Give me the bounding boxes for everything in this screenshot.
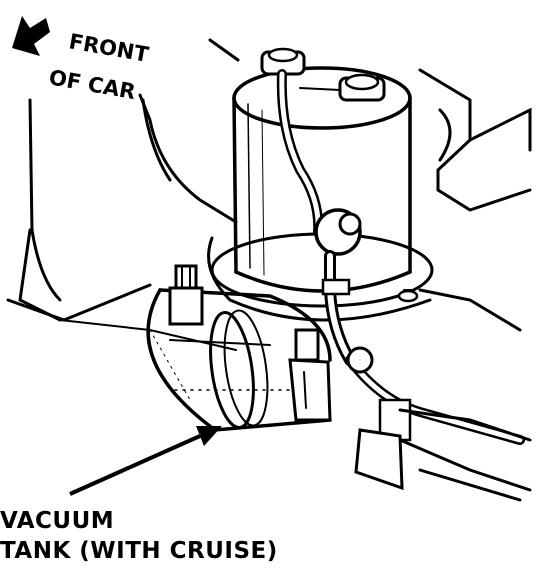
front-direction-arrow-icon [12,16,50,56]
front-of-car-line2: OF CAR [47,65,137,104]
pointer-arrow-icon [69,426,222,496]
vacuum-hose [276,69,532,491]
callout-line1: VACUUM [0,508,115,534]
booster-canister [207,47,434,322]
callout-line2: TANK (WITH CRUISE) [0,538,278,564]
front-of-car-line1: FRONT [67,29,151,67]
vacuum-tank [59,264,332,432]
vacuum-tank-callout: VACUUM TANK (WITH CRUISE) [0,506,278,566]
